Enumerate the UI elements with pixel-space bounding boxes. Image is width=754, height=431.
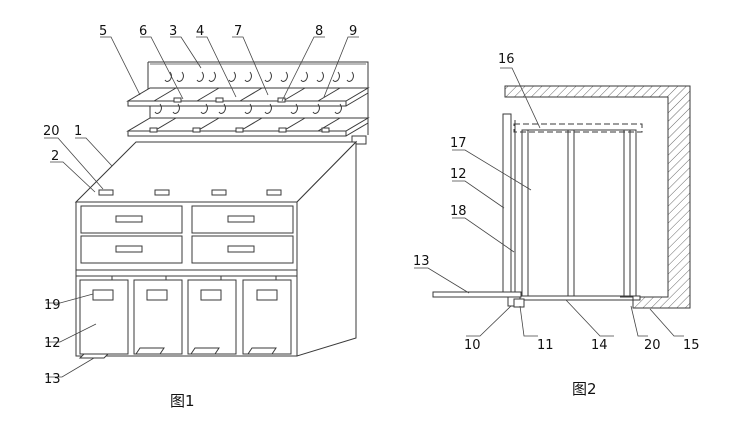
- upper-shelf: [126, 87, 370, 107]
- callout-12: 12: [44, 336, 61, 351]
- callout-13-fig2: 13: [413, 254, 430, 269]
- callout-6: 6: [139, 24, 147, 39]
- callout-11: 11: [537, 338, 554, 353]
- lower-shelf: [126, 106, 370, 137]
- foot-pedals: [78, 347, 277, 359]
- hook-row: [154, 71, 354, 114]
- storage-bin: [516, 129, 640, 297]
- callout-2: 2: [51, 149, 59, 164]
- callout-12-fig2: 12: [450, 167, 467, 182]
- callout-14: 14: [591, 338, 608, 353]
- drawer-grid: [80, 205, 294, 264]
- callout-10: 10: [464, 338, 481, 353]
- callout-15: 15: [683, 338, 700, 353]
- figure-2-labels: 16 17 12 18 13 10 11 14 20 15: [413, 52, 700, 353]
- callout-9: 9: [349, 24, 357, 39]
- callout-5: 5: [99, 24, 107, 39]
- callout-8: 8: [315, 24, 323, 39]
- figure-2-section: 16 17 12 18 13 10 11 14 20 15 图2: [413, 52, 700, 398]
- figure-1-leaders: [44, 36, 359, 378]
- figure-2-caption: 图2: [572, 380, 597, 398]
- wall-hatch: [504, 85, 691, 309]
- callout-16: 16: [498, 52, 515, 67]
- figure-1-cabinet: 5 6 3 4 7 8 9 20 1 2 19 12 13 图1: [43, 24, 370, 410]
- door-panel: [502, 113, 516, 297]
- pedal-bar: [432, 291, 525, 308]
- figure-2-leaders: [414, 67, 684, 337]
- callout-20: 20: [43, 124, 60, 139]
- lid-dashed: [513, 123, 643, 133]
- shelf-clips: [149, 97, 367, 145]
- callout-1: 1: [74, 124, 82, 139]
- callout-20-fig2: 20: [644, 338, 661, 353]
- callout-18: 18: [450, 204, 467, 219]
- callout-17: 17: [450, 136, 467, 151]
- callout-4: 4: [196, 24, 204, 39]
- figure-1-labels: 5 6 3 4 7 8 9 20 1 2 19 12 13: [43, 24, 357, 387]
- cabinet-body: [74, 140, 358, 357]
- figure-1-caption: 图1: [170, 392, 195, 410]
- callout-19: 19: [44, 298, 61, 313]
- floor-rail: [507, 295, 641, 308]
- callout-3: 3: [169, 24, 177, 39]
- callout-13: 13: [44, 372, 61, 387]
- callout-7: 7: [234, 24, 242, 39]
